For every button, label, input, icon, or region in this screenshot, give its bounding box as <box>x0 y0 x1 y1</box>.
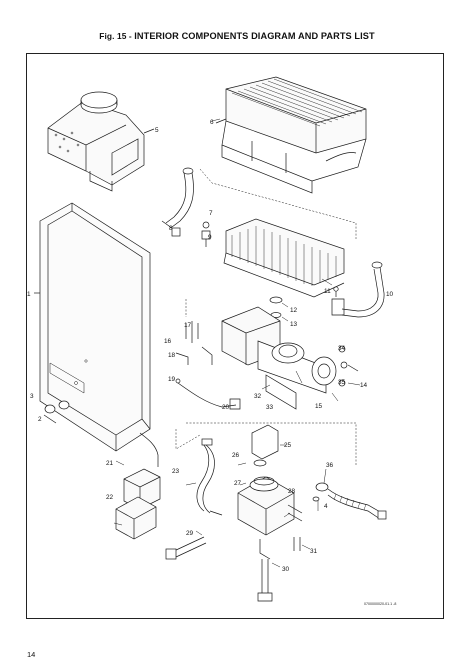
callout-15: 15 <box>315 403 323 410</box>
assembly-guide-lines <box>175 168 357 465</box>
callout-7: 7 <box>209 210 213 217</box>
callout-18: 18 <box>168 352 176 359</box>
callout-16: 16 <box>164 338 172 345</box>
callout-34: 34 <box>338 345 346 352</box>
callout-30: 30 <box>282 566 290 573</box>
callout-5: 5 <box>155 127 159 134</box>
burner-part <box>223 218 345 298</box>
callout-1: 1 <box>27 291 31 298</box>
callout-9: 9 <box>208 234 212 241</box>
callout-31: 31 <box>310 548 318 555</box>
callout-8: 8 <box>169 225 173 232</box>
gas-valve-part <box>237 424 303 560</box>
page-number: 14 <box>27 650 36 659</box>
callout-10: 10 <box>386 291 394 298</box>
callout-4: 4 <box>324 503 328 510</box>
callout-6: 6 <box>210 119 214 126</box>
callout-11: 11 <box>324 288 331 295</box>
callout-2: 2 <box>38 416 42 423</box>
gas-valve-assembly-part <box>221 306 359 410</box>
callout-23: 23 <box>172 468 180 475</box>
callout-26: 26 <box>232 452 240 459</box>
callout-21: 21 <box>106 460 114 467</box>
diagram-frame <box>26 53 444 619</box>
callout-12: 12 <box>290 307 298 314</box>
figure-title: Fig. 15 - INTERIOR COMPONENTS DIAGRAM AN… <box>0 31 474 41</box>
callout-35: 35 <box>338 379 346 386</box>
callout-33: 33 <box>266 404 274 411</box>
figure-prefix: Fig. 15 - <box>99 31 135 41</box>
callout-14: 14 <box>360 382 368 389</box>
wiring-loom-part <box>196 438 223 516</box>
seal-part <box>269 296 283 318</box>
flue-hood-part <box>47 91 155 192</box>
return-pipe-part <box>331 261 385 318</box>
callout-32: 32 <box>254 393 262 400</box>
callout-29: 29 <box>186 530 194 537</box>
figure-title-text: INTERIOR COMPONENTS DIAGRAM AND PARTS LI… <box>134 31 375 41</box>
components-diagram: 1 2 3 5 6 7 8 9 10 11 12 13 14 15 16 17 … <box>27 76 396 606</box>
callout-17: 17 <box>184 322 192 329</box>
control-box-part <box>115 432 161 540</box>
front-case-part <box>34 202 151 452</box>
callout-labels: 1 2 3 5 6 7 8 9 10 11 12 13 14 15 16 17 … <box>27 119 394 573</box>
electrode-wiring-part <box>175 321 241 410</box>
callout-19: 19 <box>168 376 176 383</box>
heat-exchanger-part <box>215 76 367 194</box>
callout-20: 20 <box>222 404 230 411</box>
callout-25: 25 <box>284 442 292 449</box>
callout-22: 22 <box>106 494 114 501</box>
flexible-hose-part <box>312 482 387 520</box>
callout-13: 13 <box>290 321 298 328</box>
callout-27: 27 <box>234 480 242 487</box>
control-knob-part <box>43 400 70 424</box>
callout-28: 28 <box>288 488 296 495</box>
drawing-code: 0700000020-01.1 -8 <box>364 602 396 606</box>
callout-3: 3 <box>30 393 34 400</box>
callout-leaders <box>113 118 361 568</box>
lower-pipe-part <box>165 536 301 602</box>
pipe-fittings-part <box>161 167 211 247</box>
callout-36: 36 <box>326 462 334 469</box>
